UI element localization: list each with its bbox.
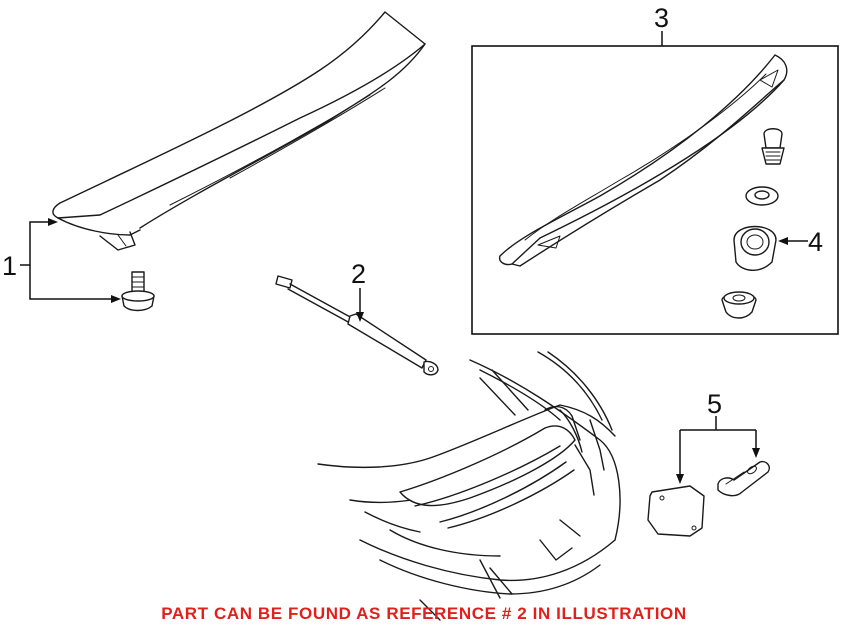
spoiler-washer[interactable] (745, 186, 779, 206)
license-lamp-lens[interactable] (647, 485, 705, 537)
callout-5: 5 (707, 389, 722, 419)
vehicle-rear-outline (317, 351, 621, 621)
callout-3: 3 (654, 3, 669, 33)
callout-2-leader (356, 288, 364, 322)
callout-1: 1 (2, 251, 17, 281)
callout-4: 4 (808, 227, 823, 257)
part-3-box (471, 45, 839, 335)
spoiler-part-3[interactable] (498, 54, 788, 267)
callout-4-leader (778, 237, 808, 245)
spoiler-nut[interactable] (721, 291, 757, 319)
callout-2: 2 (351, 259, 366, 289)
callout-1-leader (20, 218, 121, 303)
spoiler-grommet[interactable] (733, 225, 777, 271)
spoiler-fastener-stud[interactable] (761, 128, 785, 165)
license-lamp-bulb[interactable] (717, 460, 770, 497)
reference-note: PART CAN BE FOUND AS REFERENCE # 2 IN IL… (161, 604, 687, 623)
spoiler-bolt[interactable] (121, 271, 155, 312)
lift-support-strut[interactable] (275, 275, 439, 376)
callout-5-leader (676, 416, 760, 484)
rear-spoiler[interactable] (52, 11, 426, 251)
